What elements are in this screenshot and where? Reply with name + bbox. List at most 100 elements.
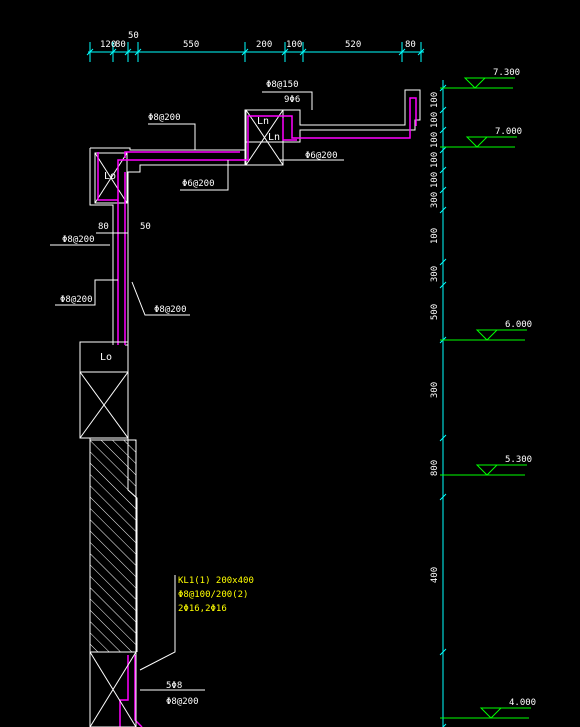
corner-box-top-diag2: [245, 109, 284, 166]
elevation-0: 7.300: [440, 68, 520, 89]
leader-lines: [50, 91, 344, 691]
right-tick-7: [439, 258, 447, 266]
anchor-labels: Lo Ln Ln Lo: [100, 116, 280, 363]
left-corner-outline: [89, 148, 114, 345]
right-tick-8: [439, 281, 447, 289]
right-tick-11: [439, 493, 447, 501]
label-slab-top: Φ8@200: [148, 113, 181, 123]
top-dim-100: 100: [286, 40, 302, 50]
elevation-label-2: 6.000: [505, 320, 532, 330]
rebar-top-slab: [97, 97, 417, 201]
elevation-triangle-1: [465, 136, 489, 148]
top-dim-550: 550: [183, 40, 199, 50]
corner-box-left-diag2: [94, 152, 128, 204]
label-slab-dist1: Φ6@200: [182, 179, 215, 189]
right-dim-label-7: 300: [430, 266, 440, 282]
label-wall-left1: Φ8@200: [62, 235, 95, 245]
right-dim-label-9: 300: [430, 382, 440, 398]
hatched-column: [89, 439, 137, 653]
rebar-bottom: [119, 655, 129, 727]
elevation-label-1: 7.000: [495, 127, 522, 137]
corner-box-left: [94, 152, 128, 204]
right-tick-6: [439, 206, 447, 214]
beam-note-line-2: Φ8@100/200(2): [178, 590, 248, 600]
label-slab-dist2: Φ6@200: [305, 151, 338, 161]
elevation-label-4: 4.000: [509, 698, 536, 708]
right-dimension-chain: 100 100 100 100 100 300 100 300 500 300 800 400: [430, 80, 447, 727]
beam-note-line-3: 2Φ16,2Φ16: [178, 604, 227, 614]
leader-wall-left2: [55, 279, 118, 306]
elevation-triangle-4: [479, 707, 503, 719]
elevation-label-0: 7.300: [493, 68, 520, 78]
slab-outline: [89, 89, 421, 346]
right-tick-3: [439, 146, 447, 154]
bottom-box-diag2: [89, 651, 137, 727]
right-dim-label-0: 100: [430, 92, 440, 108]
label-top-bars: 9Φ6: [284, 95, 300, 105]
right-tick-1: [439, 106, 447, 114]
wall-opening-diag2: [79, 371, 129, 439]
right-tick-5: [439, 186, 447, 194]
right-tick-13: [442, 723, 447, 727]
top-dim-ticks: [86, 42, 425, 62]
top-dim-80a: 80: [115, 40, 126, 50]
top-dimension-chain: 120 80 50 550 200 100 520 80: [86, 31, 425, 62]
right-dim-label-5: 300: [430, 192, 440, 208]
beam-note: KL1(1) 200x400 Φ8@100/200(2) 2Φ16,2Φ16: [178, 576, 254, 614]
rebar-annotations: Φ8@150 9Φ6 Φ8@200 Φ6@200 Φ6@200 80 50 Φ8…: [60, 80, 338, 707]
label-bottom-stirrup: Φ8@200: [166, 697, 199, 707]
label-corner-top2: Ln: [268, 132, 280, 143]
top-dim-120: 120: [100, 40, 116, 50]
elevation-label-3: 5.300: [505, 455, 532, 465]
label-wall-50: 50: [140, 222, 151, 232]
elevation-1: 7.000: [440, 127, 522, 148]
elevation-markers: 7.300 7.000 6.000 5.300 4.000: [440, 68, 536, 719]
label-wall-right: Φ8@200: [154, 305, 187, 315]
right-dim-ticks: [439, 84, 447, 727]
label-wall-80: 80: [98, 222, 109, 232]
rebar-slab-inner: [124, 151, 240, 158]
top-dim-200: 200: [256, 40, 272, 50]
right-tick-10: [439, 434, 447, 442]
right-dim-label-10: 800: [430, 460, 440, 476]
elevation-triangle-2: [475, 329, 499, 341]
elevation-4: 4.000: [440, 698, 536, 719]
leader-slab-dist1: [180, 160, 229, 191]
label-top-stirrup: Φ8@150: [266, 80, 299, 90]
rebar-bottom-2: [134, 655, 143, 727]
top-dim-50: 50: [128, 31, 139, 41]
top-dim-80b: 80: [405, 40, 416, 50]
label-corner-top: Ln: [257, 116, 269, 127]
right-dim-label-4: 100: [430, 172, 440, 188]
wall-opening-box: [79, 341, 129, 439]
right-tick-12: [439, 648, 447, 656]
top-dim-520: 520: [345, 40, 361, 50]
leader-beam-note: [139, 575, 176, 671]
elevation-triangle-0: [463, 77, 487, 89]
label-wall-mid: Lo: [100, 352, 112, 363]
right-dim-label-11: 400: [430, 567, 440, 583]
elevation-3: 5.300: [440, 455, 532, 476]
bottom-box: [89, 651, 137, 727]
right-tick-4: [439, 166, 447, 174]
right-tick-2: [439, 126, 447, 134]
beam-note-line-1: KL1(1) 200x400: [178, 576, 254, 586]
label-bottom-bars: 5Φ8: [166, 681, 182, 691]
right-dim-label-2: 100: [430, 132, 440, 148]
leader-slab-top: [148, 123, 196, 150]
label-wall-left2: Φ8@200: [60, 295, 93, 305]
leader-top-stirrup: [262, 91, 313, 110]
rebar-lines: [97, 97, 417, 727]
right-dim-label-6: 100: [430, 228, 440, 244]
elevation-triangle-3: [475, 464, 499, 476]
right-dim-label-3: 100: [430, 152, 440, 168]
label-corner-left: Lo: [104, 171, 116, 182]
wall-section: [79, 341, 138, 727]
leader-wall-right: [131, 281, 190, 316]
right-dim-labels: 100 100 100 100 100 300 100 300 500 300 800 400: [430, 92, 440, 583]
right-dim-label-1: 100: [430, 112, 440, 128]
elevation-2: 6.000: [440, 320, 532, 341]
right-dim-label-8: 500: [430, 304, 440, 320]
rebar-top-hook: [282, 118, 297, 141]
